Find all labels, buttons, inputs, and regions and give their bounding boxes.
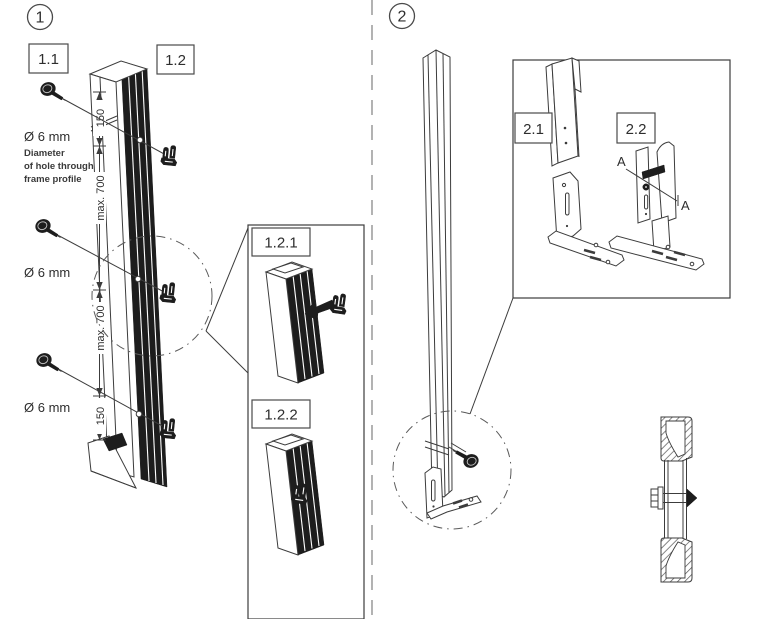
detail-callout-circle-1: [91, 235, 213, 357]
step2-badge-number: 2: [398, 9, 407, 26]
hole-note-line1: Diameter: [24, 148, 65, 159]
section-mark-a2-text: A: [681, 198, 690, 213]
part-label-2-1: 2.1: [514, 112, 553, 144]
detail-box-1: 1.2.1 1.2.2: [247, 224, 365, 619]
part-label-1-2-1-text: 1.2.1: [264, 235, 297, 252]
part-label-2-2: 2.2: [616, 112, 656, 144]
part-label-1-2-1: 1.2.1: [251, 227, 311, 257]
part-label-2-1-text: 2.1: [523, 121, 544, 138]
screw-bottom-label: Ø 6 mm: [24, 400, 70, 415]
fixing-screw-top: Ø 6 mm Diameter of hole through frame pr…: [24, 79, 180, 185]
part-label-1-2-text: 1.2: [165, 52, 186, 69]
dim-150-top: 150: [95, 109, 107, 127]
wall-bracket-icon: [424, 466, 482, 520]
section-mark-a1-text: A: [617, 154, 626, 169]
fixing-screw-bottom: Ø 6 mm: [24, 350, 179, 440]
part-label-2-2-text: 2.2: [626, 121, 647, 138]
bracket-channel-2-1: [545, 57, 582, 167]
part-label-1-1-text: 1.1: [38, 51, 59, 68]
step1-panel: 1 1.1 1.2: [24, 3, 365, 619]
dim-150-bottom: 150: [95, 407, 107, 425]
mini-profile-1-2-2: [264, 433, 325, 556]
part-label-1-2-2: 1.2.2: [251, 399, 311, 429]
step2-panel: 2: [388, 2, 731, 583]
cover-profile-2: [422, 49, 453, 498]
dim-max700-lower: max. 700: [95, 305, 107, 350]
section-mark-a: A A: [617, 154, 690, 213]
step1-badge-number: 1: [36, 10, 45, 27]
fixing-screw-middle: Ø 6 mm: [24, 216, 179, 304]
step1-badge: 1: [26, 3, 54, 31]
step2-badge: 2: [388, 2, 416, 30]
screw-top-label: Ø 6 mm: [24, 129, 70, 144]
hole-note-line2: of hole through: [24, 161, 94, 172]
screw-middle-label: Ø 6 mm: [24, 265, 70, 280]
glazing-clip-icon: [159, 143, 180, 167]
part-label-1-1: 1.1: [28, 43, 69, 74]
section-view-a-a: [650, 416, 698, 583]
part-label-1-2-2-text: 1.2.2: [264, 407, 297, 424]
section-bolt-icon: [650, 486, 698, 510]
detail-callout-circle-2: [392, 410, 512, 530]
floor-bracket-2-1: [547, 171, 625, 267]
glazing-clip-icon: [158, 280, 179, 304]
mini-profile-1-2-1: [264, 261, 349, 384]
part-label-1-2: 1.2: [156, 44, 195, 75]
fixing-screw-icon: [452, 448, 482, 472]
dim-max700-upper: max. 700: [95, 175, 107, 220]
insert-arrow-icon: [304, 299, 336, 321]
bottom-fixing-group: [392, 410, 512, 530]
hole-note-line3: frame profile: [24, 174, 82, 185]
detail-box-2: 2.1 2.2: [512, 57, 731, 299]
dimension-chain: 150 max. 700 max. 700 150: [93, 91, 107, 441]
assembled-bracket-2-2: A A: [608, 141, 705, 271]
